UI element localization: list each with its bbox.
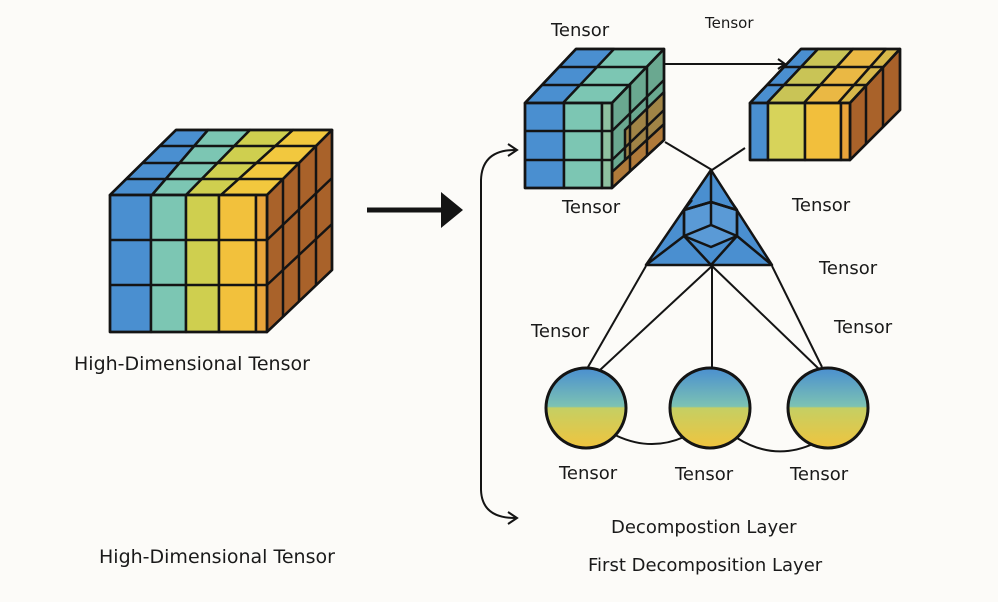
- decomposition-layer-label: Decompostion Layer: [611, 517, 797, 538]
- first-decomposition-layer-label: First Decomposition Layer: [588, 555, 823, 576]
- sphere-1-label: Tensor: [559, 463, 618, 484]
- right-mid-tensor-label: Tensor: [819, 258, 878, 279]
- under-left-cube-tensor-label: Tensor: [562, 197, 621, 218]
- transform-arrow: [367, 192, 463, 228]
- high-dimensional-tensor-label: High-Dimensional Tensor: [74, 353, 310, 375]
- factor-sphere-3: [786, 366, 870, 450]
- tensor-cube-top-left: [523, 47, 666, 190]
- left-mid-tensor-label: Tensor: [531, 321, 590, 342]
- tensor-cube-top-right: [748, 47, 902, 162]
- factor-spheres: [544, 366, 870, 450]
- sphere-3-label: Tensor: [790, 464, 849, 485]
- top-center-tensor-label: Tensor: [705, 14, 754, 32]
- connector-lines: [480, 58, 823, 525]
- bottom-left-caption: High-Dimensional Tensor: [99, 546, 335, 568]
- factor-sphere-2: [668, 366, 752, 450]
- sphere-2-label: Tensor: [675, 464, 734, 485]
- right-of-pyramid-tensor-label: Tensor: [792, 195, 851, 216]
- top-left-tensor-label: Tensor: [551, 20, 610, 41]
- decomposition-pyramid: [644, 168, 774, 267]
- high-dimensional-tensor-cube: [108, 128, 334, 334]
- factor-sphere-1: [544, 366, 628, 450]
- right-lower-tensor-label: Tensor: [834, 317, 893, 338]
